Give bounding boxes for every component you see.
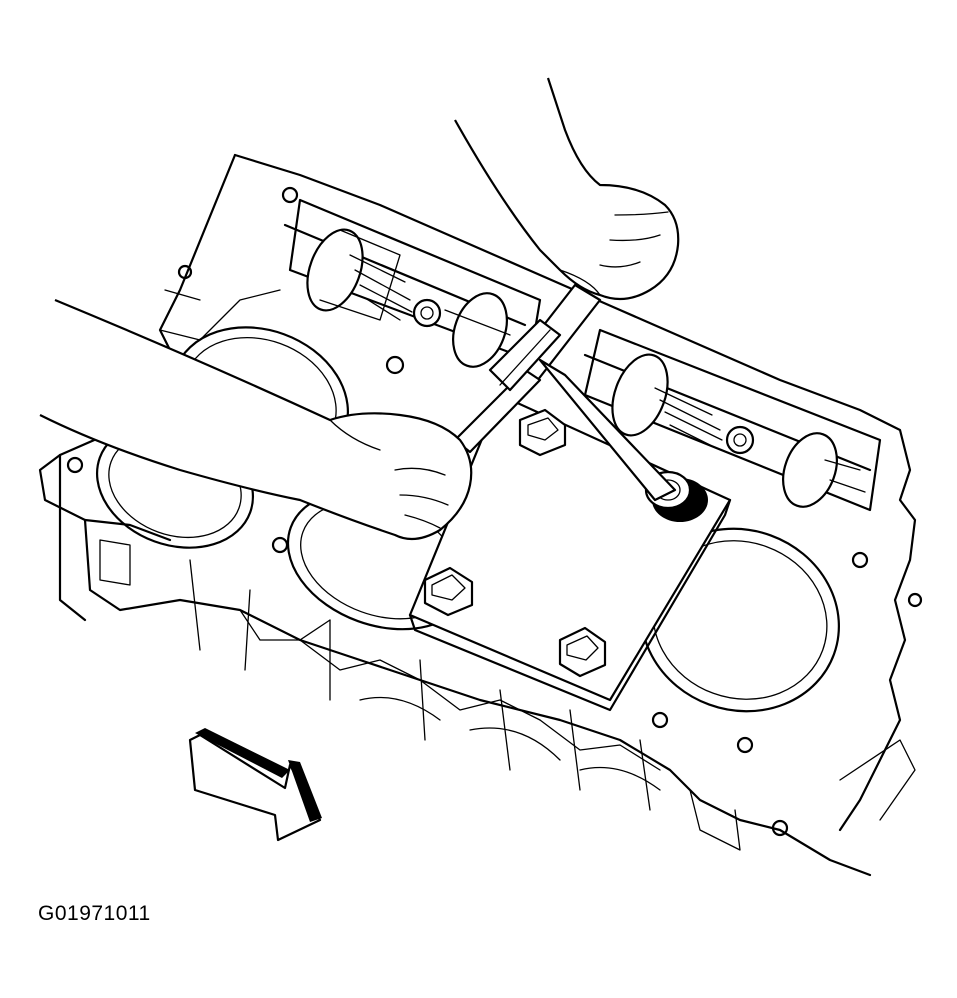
plate-bolts bbox=[423, 408, 708, 678]
bolt-bottom-right bbox=[558, 626, 607, 678]
bolt-bottom-left bbox=[423, 566, 474, 617]
lifter-valley-left bbox=[283, 198, 542, 368]
wrench-handle bbox=[453, 283, 677, 502]
lower-block-detail bbox=[189, 559, 661, 811]
lower-hand bbox=[39, 298, 473, 541]
direction-arrow bbox=[188, 728, 322, 842]
bolt-top-left bbox=[518, 408, 567, 457]
upper-hand bbox=[454, 77, 680, 301]
figure-code: G01971011 bbox=[38, 902, 151, 925]
lifter-valley-right bbox=[583, 328, 882, 512]
